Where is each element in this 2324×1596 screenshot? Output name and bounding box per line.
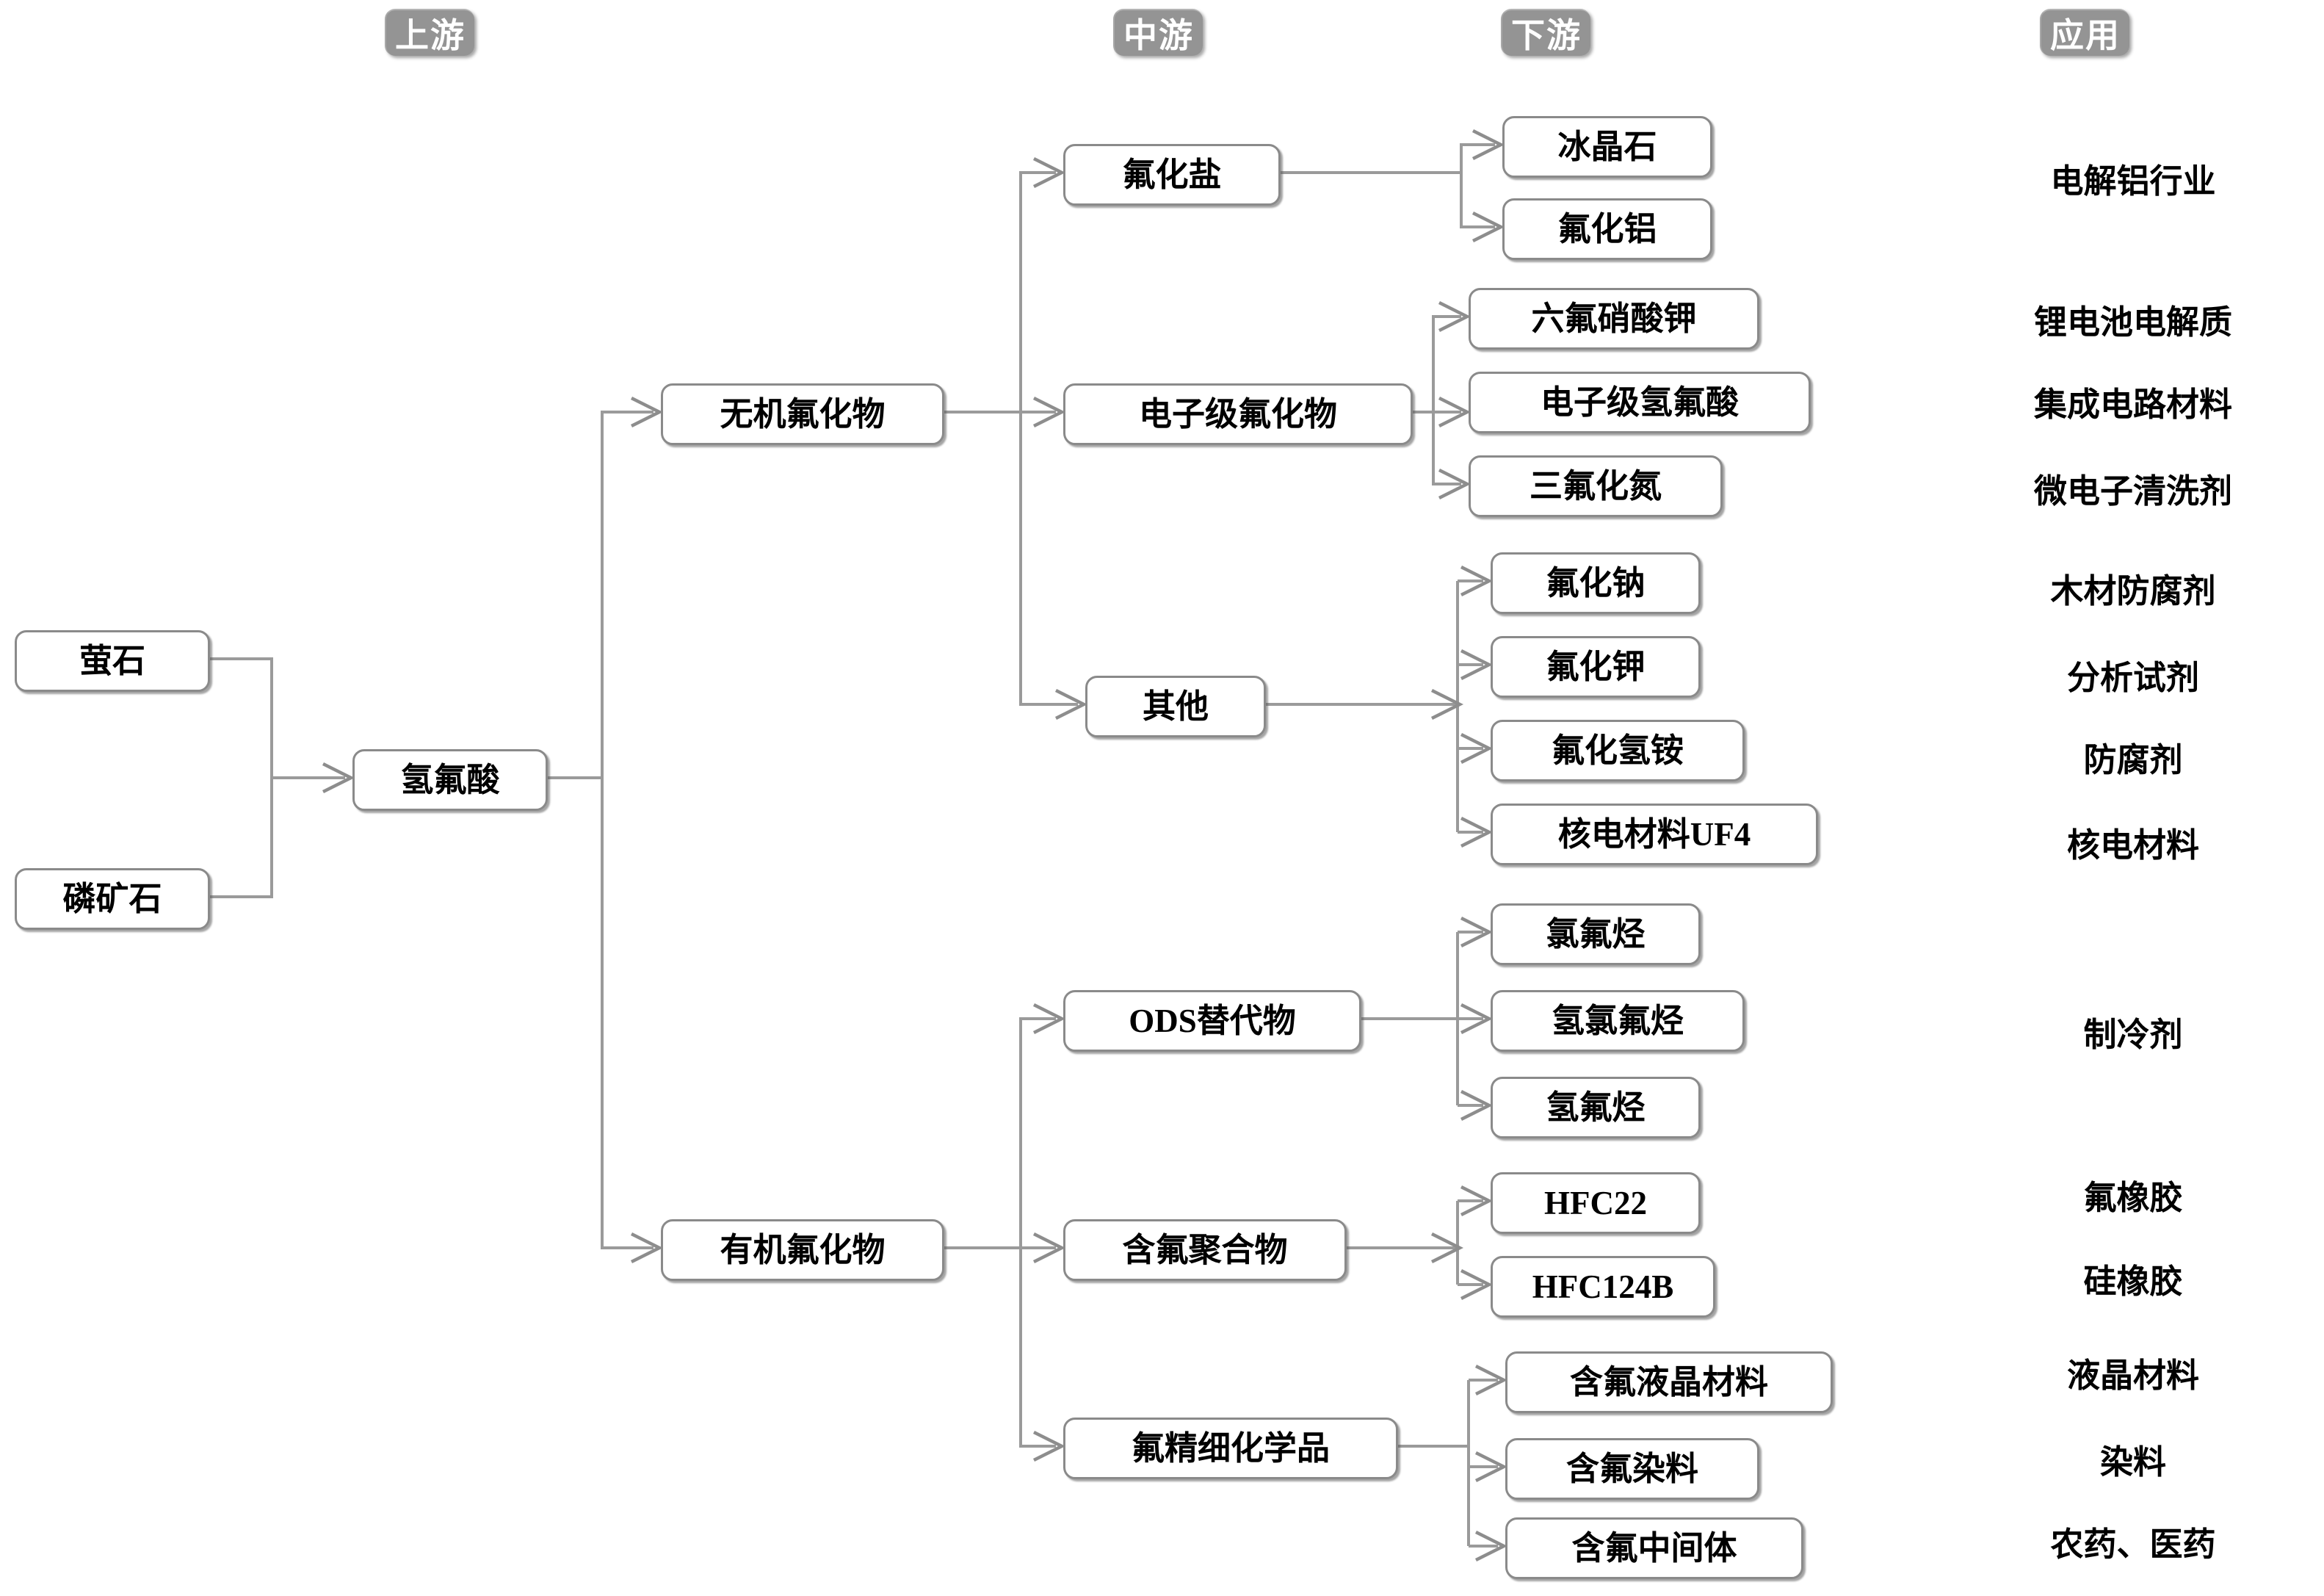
application-fluororubber: 氟橡胶: [2083, 1179, 2183, 1216]
node-fluorite[interactable]: 萤石: [15, 630, 210, 692]
application-integrated-circuit-material: 集成电路材料: [2033, 386, 2232, 423]
node-fluorine-fine-chemical[interactable]: 氟精细化学品: [1063, 1418, 1398, 1479]
node-inorganic-fluoride[interactable]: 无机氟化物: [661, 383, 944, 445]
application-analytical-reagent: 分析试剂: [2066, 659, 2199, 696]
node-fluorinated-dye[interactable]: 含氟染料: [1505, 1438, 1759, 1500]
node-hydrofluoric-acid[interactable]: 氢氟酸: [352, 749, 548, 811]
node-fluorinated-lcd-material[interactable]: 含氟液晶材料: [1505, 1351, 1833, 1413]
node-hfc[interactable]: 氢氟烃: [1491, 1077, 1701, 1138]
application-microelectronic-cleaner: 微电子清洗剂: [2033, 472, 2232, 510]
header-application: 应用: [2040, 9, 2129, 56]
node-nitrogen-trifluoride[interactable]: 三氟化氮: [1469, 455, 1723, 517]
edge-polymer-split: [1342, 1185, 1494, 1301]
application-electrolytic-aluminum: 电解铝行业: [2050, 162, 2216, 200]
node-electronic-grade-fluoride[interactable]: 电子级氟化物: [1063, 383, 1413, 445]
application-nuclear-material: 核电材料: [2066, 826, 2199, 864]
edge-fluoride-salt-split: [1276, 129, 1505, 243]
node-other[interactable]: 其他: [1085, 676, 1266, 737]
application-preservative: 防腐剂: [2083, 741, 2183, 779]
application-pesticide-medicine: 农药、医药: [2050, 1525, 2216, 1563]
edge-electronic-split: [1408, 300, 1471, 500]
edge-hf-split: [543, 396, 664, 1264]
node-fluorinated-intermediate[interactable]: 含氟中间体: [1505, 1517, 1803, 1579]
header-midstream: 中游: [1113, 9, 1203, 56]
node-fluoropolymer[interactable]: 含氟聚合物: [1063, 1219, 1347, 1281]
node-fluoride-salt[interactable]: 氟化盐: [1063, 144, 1281, 206]
node-potassium-hexafluoronitrate[interactable]: 六氟硝酸钾: [1469, 288, 1759, 350]
node-aluminum-fluoride[interactable]: 氟化铝: [1502, 198, 1712, 260]
node-potassium-fluoride[interactable]: 氟化钾: [1491, 636, 1701, 698]
edge-inorganic-split: [940, 156, 1088, 721]
header-upstream: 上游: [385, 9, 474, 56]
node-hcfc[interactable]: 氢氯氟烃: [1491, 990, 1745, 1052]
node-cryolite[interactable]: 冰晶石: [1502, 116, 1712, 178]
node-nuclear-material-uf4[interactable]: 核电材料UF4: [1491, 804, 1818, 865]
application-lcd-material: 液晶材料: [2066, 1357, 2199, 1394]
application-wood-preservative: 木材防腐剂: [2050, 572, 2216, 610]
edge-upstream-merge: [206, 657, 355, 898]
node-electronic-grade-hf[interactable]: 电子级氢氟酸: [1469, 372, 1811, 433]
application-lithium-battery-electrolyte: 锂电池电解质: [2033, 303, 2232, 341]
node-sodium-fluoride[interactable]: 氟化钠: [1491, 552, 1701, 614]
node-hfc22[interactable]: HFC22: [1491, 1172, 1701, 1234]
edge-other-split: [1261, 565, 1494, 848]
application-refrigerant: 制冷剂: [2083, 1016, 2183, 1053]
header-downstream: 下游: [1501, 9, 1590, 56]
node-phosphate-rock[interactable]: 磷矿石: [15, 868, 210, 930]
node-ammonium-bifluoride[interactable]: 氟化氢铵: [1491, 720, 1745, 781]
edge-organic-split: [940, 1003, 1066, 1462]
node-cfc[interactable]: 氯氟烃: [1491, 903, 1701, 965]
node-organic-fluoride[interactable]: 有机氟化物: [661, 1219, 944, 1281]
node-hfc124b[interactable]: HFC124B: [1491, 1256, 1715, 1318]
application-silicone-rubber: 硅橡胶: [2083, 1263, 2183, 1300]
node-ods-substitute[interactable]: ODS替代物: [1063, 990, 1361, 1052]
edge-ods-split: [1357, 916, 1494, 1122]
application-dye: 染料: [2099, 1443, 2166, 1481]
edge-finechem-split: [1394, 1364, 1508, 1562]
